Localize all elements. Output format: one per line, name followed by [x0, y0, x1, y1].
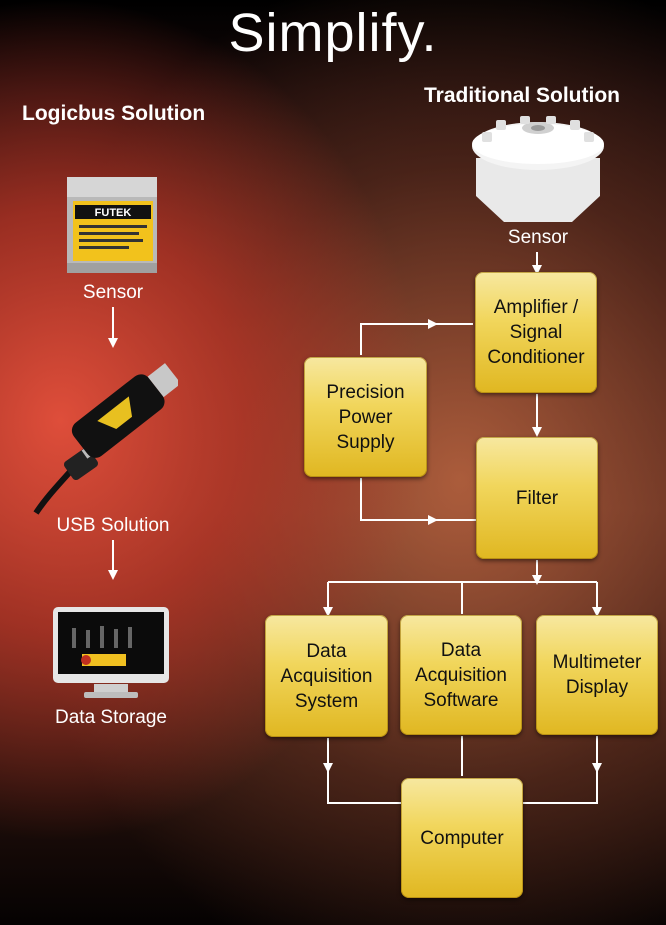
computer-box: Computer — [401, 778, 523, 898]
page-title: Simplify. — [228, 3, 438, 63]
left-sensor-label: Sensor — [82, 282, 144, 303]
amplifier-box: Amplifier / Signal Conditioner — [475, 272, 597, 393]
daq-software-box: Data Acquisition Software — [400, 615, 522, 735]
line-power-to-amplifier — [360, 319, 438, 355]
data-storage-label: Data Storage — [55, 707, 167, 728]
multimeter-box: Multimeter Display — [536, 615, 658, 735]
futek-sensor-image: FUTEK — [65, 175, 159, 275]
traditional-heading: Traditional Solution — [424, 84, 620, 107]
line-power-to-filter — [360, 478, 438, 525]
power-supply-box: Precision Power Supply — [304, 357, 427, 477]
usb-device-image — [28, 355, 181, 515]
monitor-image — [52, 606, 170, 701]
filter-box: Filter — [476, 437, 598, 559]
logicbus-heading: Logicbus Solution — [22, 102, 206, 125]
usb-solution-label: USB Solution — [56, 515, 170, 536]
traditional-sensor-image — [468, 114, 608, 224]
futek-logo: FUTEK — [95, 207, 132, 219]
daq-system-box: Data Acquisition System — [265, 615, 388, 737]
right-sensor-label: Sensor — [507, 227, 569, 248]
